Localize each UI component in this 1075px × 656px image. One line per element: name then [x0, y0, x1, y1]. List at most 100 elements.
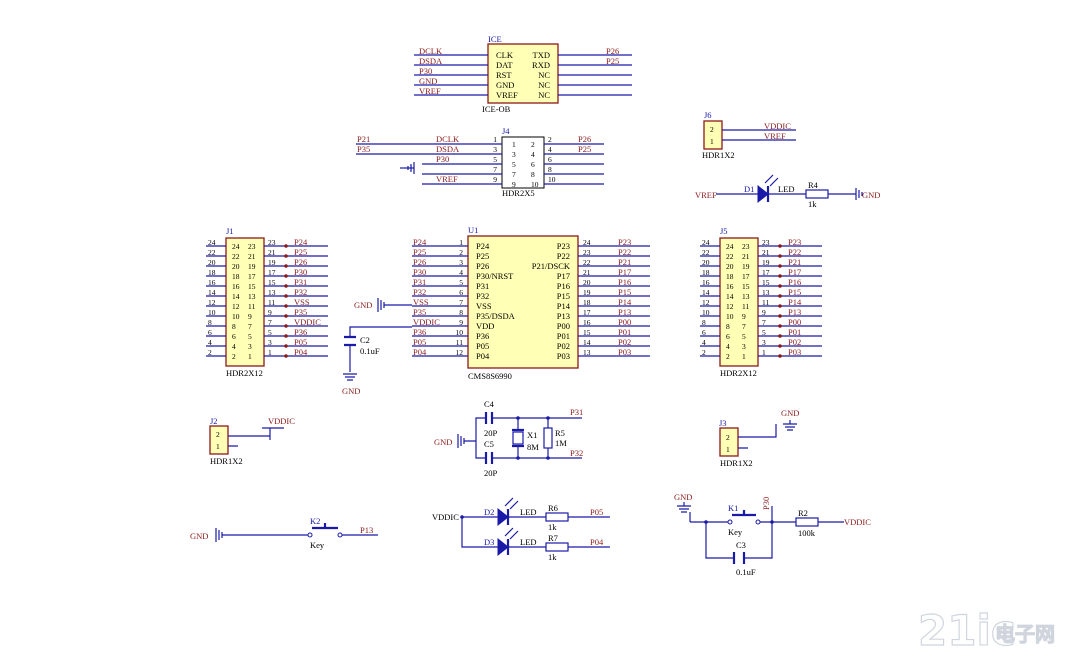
j5-left-ext-9: 6	[702, 328, 706, 337]
k1-gnd-label: GND	[674, 492, 692, 502]
j1-left-ext-5: 14	[208, 288, 216, 297]
j5-node-11	[778, 354, 782, 358]
u1-left-net-11: P04	[413, 347, 427, 357]
u1-left-pin-1: P25	[476, 251, 489, 261]
j1-node-9	[284, 334, 288, 338]
j2-pin-1: 1	[216, 442, 220, 451]
j1-inner-r-10: 3	[248, 342, 252, 351]
u1-left-pin-3: P30/NRST	[476, 271, 514, 281]
j1-node-8	[284, 324, 288, 328]
led-d1-block: VREF D1 LED R4 1k GND	[695, 174, 880, 209]
j2-ref: J2	[210, 416, 218, 426]
u1-left-net-2: P26	[413, 257, 426, 267]
j1-inner-l-6: 12	[232, 302, 240, 311]
d2-ref: D2	[484, 507, 494, 517]
ice-ob-block: ICE ICE-OB CLKDCLKDATDSDARSTP30GNDGNDVRE…	[414, 34, 632, 114]
u1-left-net-0: P24	[413, 237, 427, 247]
j5-inner-r-2: 19	[742, 262, 750, 271]
c3-symbol	[732, 552, 746, 564]
u1-right-net-6: P14	[618, 297, 632, 307]
j5-left-ext-4: 16	[702, 278, 710, 287]
d1-ref: D1	[744, 184, 754, 194]
u1-right-num-3: 21	[583, 268, 591, 277]
c2-val: 0.1uF	[360, 346, 380, 356]
u1-left-pin-8: VDD	[476, 321, 494, 331]
d1-gnd-symbol	[855, 188, 863, 200]
osc-net-p31: P31	[570, 407, 583, 417]
c2-gnd-symbol	[343, 373, 357, 381]
j5-net-11: P03	[788, 347, 801, 357]
j5-net-4: P16	[788, 277, 801, 287]
j1-inner-r-6: 11	[248, 302, 255, 311]
j4-body	[501, 136, 545, 189]
k2-ref: K2	[310, 516, 320, 526]
u1-right-net-4: P16	[618, 277, 631, 287]
j6-name: HDR1X2	[702, 150, 735, 160]
x1-val: 8M	[527, 442, 539, 452]
j1-left-ext-6: 12	[208, 298, 216, 307]
j4-right-num-1: 4	[548, 145, 552, 154]
d1-net-gnd: GND	[862, 190, 880, 200]
c5-symbol	[484, 452, 494, 464]
j1-node-7	[284, 314, 288, 318]
j4-inner-right-1: 4	[531, 150, 535, 159]
j4-left-num-1: 3	[493, 145, 497, 154]
j4-left-net-1: DSDA	[436, 144, 460, 154]
j4-inner-left-2: 5	[512, 160, 516, 169]
j5-right-ext-1: 21	[762, 248, 770, 257]
u1-left-net-3: P30	[413, 267, 426, 277]
c4-ref: C4	[484, 399, 495, 409]
d3-led-symbol	[497, 537, 509, 557]
j5-inner-r-8: 7	[742, 322, 746, 331]
j4-ref: J4	[502, 126, 510, 136]
ice-ref: ICE	[488, 34, 502, 44]
j1-inner-l-7: 10	[232, 312, 240, 321]
j1-inner-l-1: 22	[232, 252, 240, 261]
j5-right-ext-2: 19	[762, 258, 770, 267]
r4-val: 1k	[808, 199, 817, 209]
u1-name: CMS8S6990	[468, 371, 512, 381]
j5-node-6	[778, 304, 782, 308]
ice-right-pin-0: TXD	[533, 50, 550, 60]
j4-left-net-4: VREF	[436, 174, 458, 184]
k2-switch-symbol	[312, 523, 338, 530]
j5-inner-r-11: 1	[742, 352, 746, 361]
j4-left-num-2: 5	[493, 155, 497, 164]
u1-left-net-5: P32	[413, 287, 426, 297]
j5-net-10: P02	[788, 337, 801, 347]
j3-body	[719, 427, 739, 457]
u1-right-num-8: 16	[583, 318, 591, 327]
j1-left-ext-11: 2	[208, 348, 212, 357]
osc-net-p32: P32	[570, 448, 583, 458]
j1-node-3	[284, 274, 288, 278]
u1-right-net-5: P15	[618, 287, 631, 297]
u1-left-num-0: 1	[459, 238, 463, 247]
j5-net-8: P00	[788, 317, 801, 327]
osc-gnd-label: GND	[434, 437, 452, 447]
j1-right-ext-4: 15	[268, 278, 276, 287]
j1-left-ext-7: 10	[208, 308, 216, 317]
j4-far-net-1: P35	[357, 144, 370, 154]
u1-left-pin-7: P35/DSDA	[476, 311, 516, 321]
j5-inner-l-5: 14	[726, 292, 734, 301]
u1-right-num-2: 22	[583, 258, 591, 267]
j1-node-11	[284, 354, 288, 358]
j1-ref: J1	[226, 226, 234, 236]
u1-right-pin-8: P00	[557, 321, 570, 331]
j1-right-ext-0: 23	[268, 238, 276, 247]
j5-node-3	[778, 274, 782, 278]
j1-node-6	[284, 304, 288, 308]
j1-inner-r-7: 9	[248, 312, 252, 321]
r6-body	[545, 512, 569, 522]
ice-right-net-0: P26	[606, 46, 619, 56]
c4-symbol	[484, 412, 494, 424]
j1-inner-r-4: 15	[248, 282, 256, 291]
j1-inner-r-3: 17	[248, 272, 256, 281]
j1-net-1: P25	[294, 247, 307, 257]
j1-net-4: P31	[294, 277, 307, 287]
d3-label: LED	[520, 537, 537, 547]
d2-net: P05	[590, 507, 603, 517]
j1-right-ext-2: 19	[268, 258, 276, 267]
